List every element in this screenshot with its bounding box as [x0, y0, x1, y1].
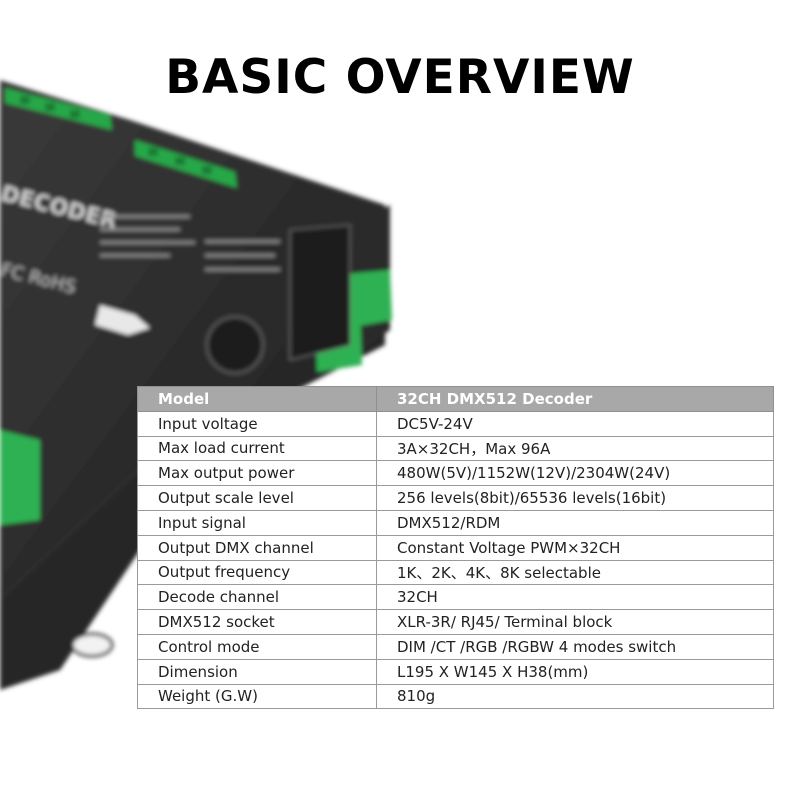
page-title: BASIC OVERVIEW: [165, 50, 635, 105]
header-cell-model: Model: [137, 386, 377, 412]
spec-value-cell: DIM /CT /RGB /RGBW 4 modes switch: [376, 633, 774, 660]
spec-label-cell: Weight (G.W): [137, 683, 377, 710]
spec-label-cell: Max output power: [137, 460, 377, 487]
spec-value-cell: L195 X W145 X H38(mm): [376, 658, 774, 685]
spec-label-cell: Output frequency: [137, 559, 377, 586]
spec-label-cell: Output DMX channel: [137, 534, 377, 561]
spec-value-cell: 810g: [376, 683, 774, 710]
spec-label-cell: Dimension: [137, 658, 377, 685]
header-cell-model-value: 32CH DMX512 Decoder: [376, 386, 774, 412]
spec-value-cell: DC5V-24V: [376, 410, 774, 437]
spec-label-cell: Input signal: [137, 509, 377, 536]
spec-value-cell: 3A×32CH，Max 96A: [376, 435, 774, 462]
spec-label-cell: Output scale level: [137, 485, 377, 511]
spec-label-cell: Decode channel: [137, 584, 377, 611]
spec-label-cell: Control mode: [137, 633, 377, 660]
spec-value-cell: 256 levels(8bit)/65536 levels(16bit): [376, 485, 774, 511]
table-row: Weight (G.W)810g: [137, 683, 774, 710]
spec-label-cell: Max load current: [137, 435, 377, 462]
spec-value-cell: DMX512/RDM: [376, 509, 774, 536]
spec-label-cell: Input voltage: [137, 410, 377, 437]
table-header-row: Model 32CH DMX512 Decoder: [137, 386, 774, 412]
spec-value-cell: Constant Voltage PWM×32CH: [376, 534, 774, 561]
spec-value-cell: 480W(5V)/1152W(12V)/2304W(24V): [376, 460, 774, 487]
spec-value-cell: 1K、2K、4K、8K selectable: [376, 559, 774, 586]
spec-value-cell: 32CH: [376, 584, 774, 611]
spec-value-cell: XLR-3R/ RJ45/ Terminal block: [376, 609, 774, 635]
spec-label-cell: DMX512 socket: [137, 609, 377, 635]
